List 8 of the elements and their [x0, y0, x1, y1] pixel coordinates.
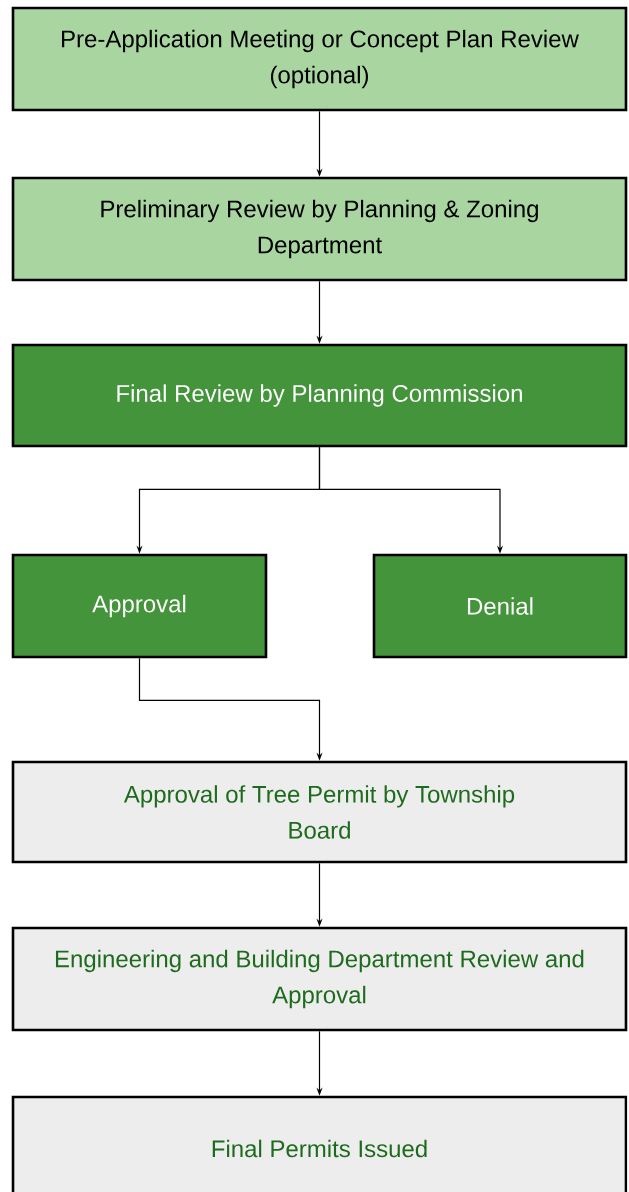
process-box: Denial [372, 553, 628, 659]
process-box: Pre-Application Meeting or Concept Plan Review (optional) [11, 6, 628, 112]
process-box: Final Permits Issued [11, 1095, 628, 1192]
process-box: Preliminary Review by Planning & Zoning Department [11, 176, 628, 282]
process-box: Engineering and Building Department Review and Approval [11, 926, 628, 1032]
process-box: Approval of Tree Permit by Township Board [11, 760, 628, 864]
process-box: Final Review by Planning Commission [11, 343, 628, 448]
process-box: Approval [11, 553, 268, 659]
